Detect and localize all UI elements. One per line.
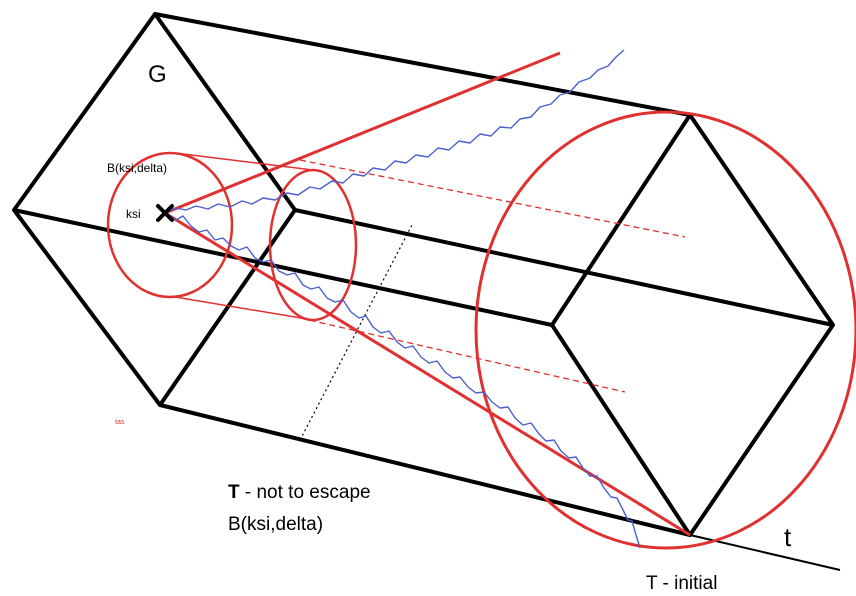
note-line-1: T - not to escape [228,482,371,503]
time-axis-label: t [784,522,792,552]
cylinder-top-line [174,152,314,171]
top-edge [154,12,691,117]
cone-upper-edge [164,51,561,215]
large-cross-section-circle [474,110,856,550]
cylinder-bottom-line [174,296,314,321]
brownian-path-lower [164,212,641,549]
bottom-edge [159,403,691,537]
small-note: tas [115,419,125,426]
left-edge [13,208,553,327]
dotted-guide [299,224,413,441]
ball-circle [106,151,234,299]
dashed-guide-upper [299,159,686,238]
T-initial-label: T - initial [646,573,717,594]
cone-lower-edge [164,211,691,537]
ksi-point-marker [156,204,174,222]
right-edge [294,208,834,327]
box-edges [12,12,835,537]
note-line-1-rest: - not to escape [240,482,371,503]
point-label: ksi [126,207,141,221]
region-label: G [148,61,167,88]
note-T-bold: T [228,482,240,503]
brownian-paths [164,49,641,549]
dashed-guides [299,159,686,393]
back-face [550,113,835,537]
note-line-2: B(ksi,delta) [228,514,323,535]
ball-label: B(ksi,delta) [107,161,167,175]
mid-cross-section-circle [268,168,358,322]
cone-and-circles [106,51,856,550]
brownian-path-upper [164,49,625,214]
